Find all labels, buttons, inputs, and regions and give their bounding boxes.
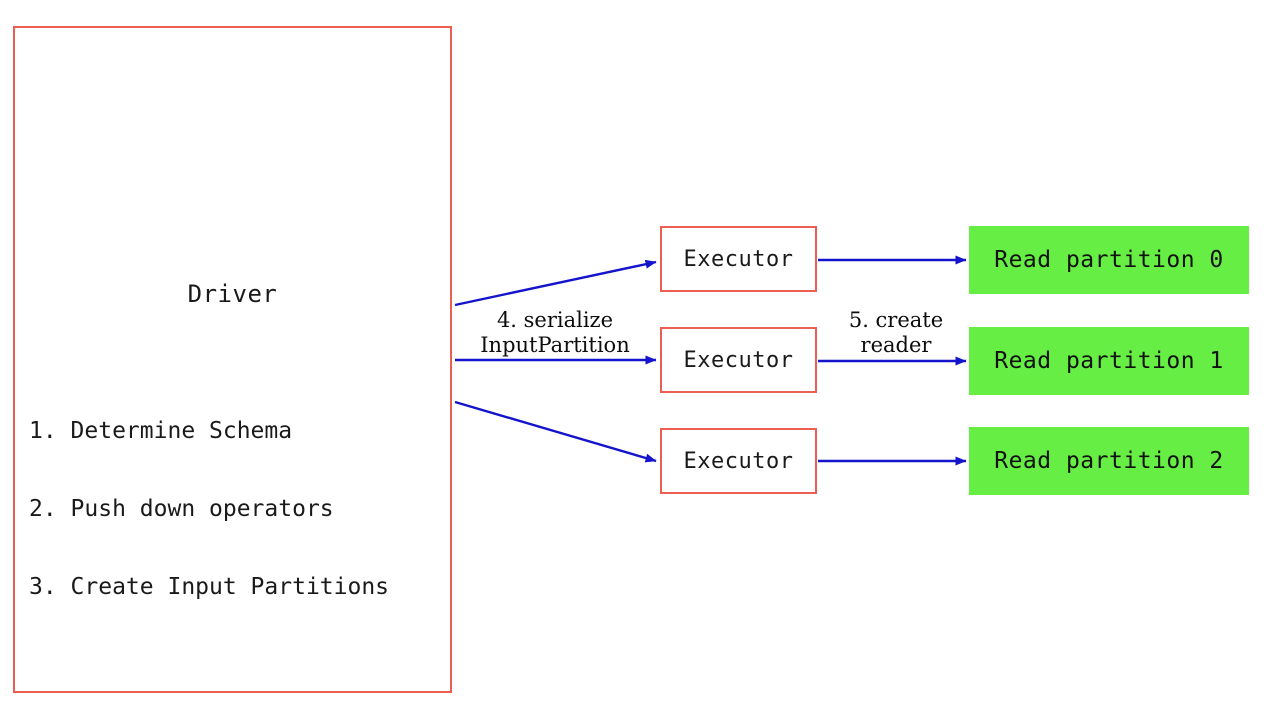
edge-label-serialize-line-1: 4. serialize bbox=[496, 308, 614, 332]
read-partition-box-1: Read partition 1 bbox=[969, 327, 1249, 395]
driver-step-1: 1. Determine Schema bbox=[29, 418, 293, 444]
executor-box-1: Executor bbox=[660, 327, 817, 393]
driver-step-3: 3. Create Input Partitions bbox=[29, 574, 390, 600]
edge-label-create-reader: 5. create reader bbox=[840, 308, 952, 358]
edge-label-serialize-input-partition: 4. serialize InputPartition bbox=[471, 308, 639, 358]
arrow-driver-to-executor-2 bbox=[454, 400, 657, 463]
executor-label: Executor bbox=[683, 246, 794, 272]
read-partition-box-2: Read partition 2 bbox=[969, 427, 1249, 495]
executor-label: Executor bbox=[683, 448, 794, 474]
read-partition-label: Read partition 0 bbox=[994, 247, 1224, 273]
driver-box: Driver 1. Determine Schema 2. Push down … bbox=[13, 26, 452, 693]
edge-label-create-reader-line-2: reader bbox=[860, 333, 932, 357]
read-partition-label: Read partition 2 bbox=[994, 448, 1224, 474]
read-partition-box-0: Read partition 0 bbox=[969, 226, 1249, 294]
edge-label-create-reader-line-1: 5. create bbox=[848, 308, 944, 332]
executor-box-0: Executor bbox=[660, 226, 817, 292]
edge-label-serialize-line-2: InputPartition bbox=[480, 333, 630, 357]
executor-label: Executor bbox=[683, 347, 794, 373]
driver-step-list: 1. Determine Schema 2. Push down operato… bbox=[29, 366, 389, 652]
driver-step-2: 2. Push down operators bbox=[29, 496, 334, 522]
executor-box-2: Executor bbox=[660, 428, 817, 494]
driver-title: Driver bbox=[187, 280, 278, 308]
read-partition-label: Read partition 1 bbox=[994, 348, 1224, 374]
arrow-driver-to-executor-0 bbox=[454, 259, 657, 307]
